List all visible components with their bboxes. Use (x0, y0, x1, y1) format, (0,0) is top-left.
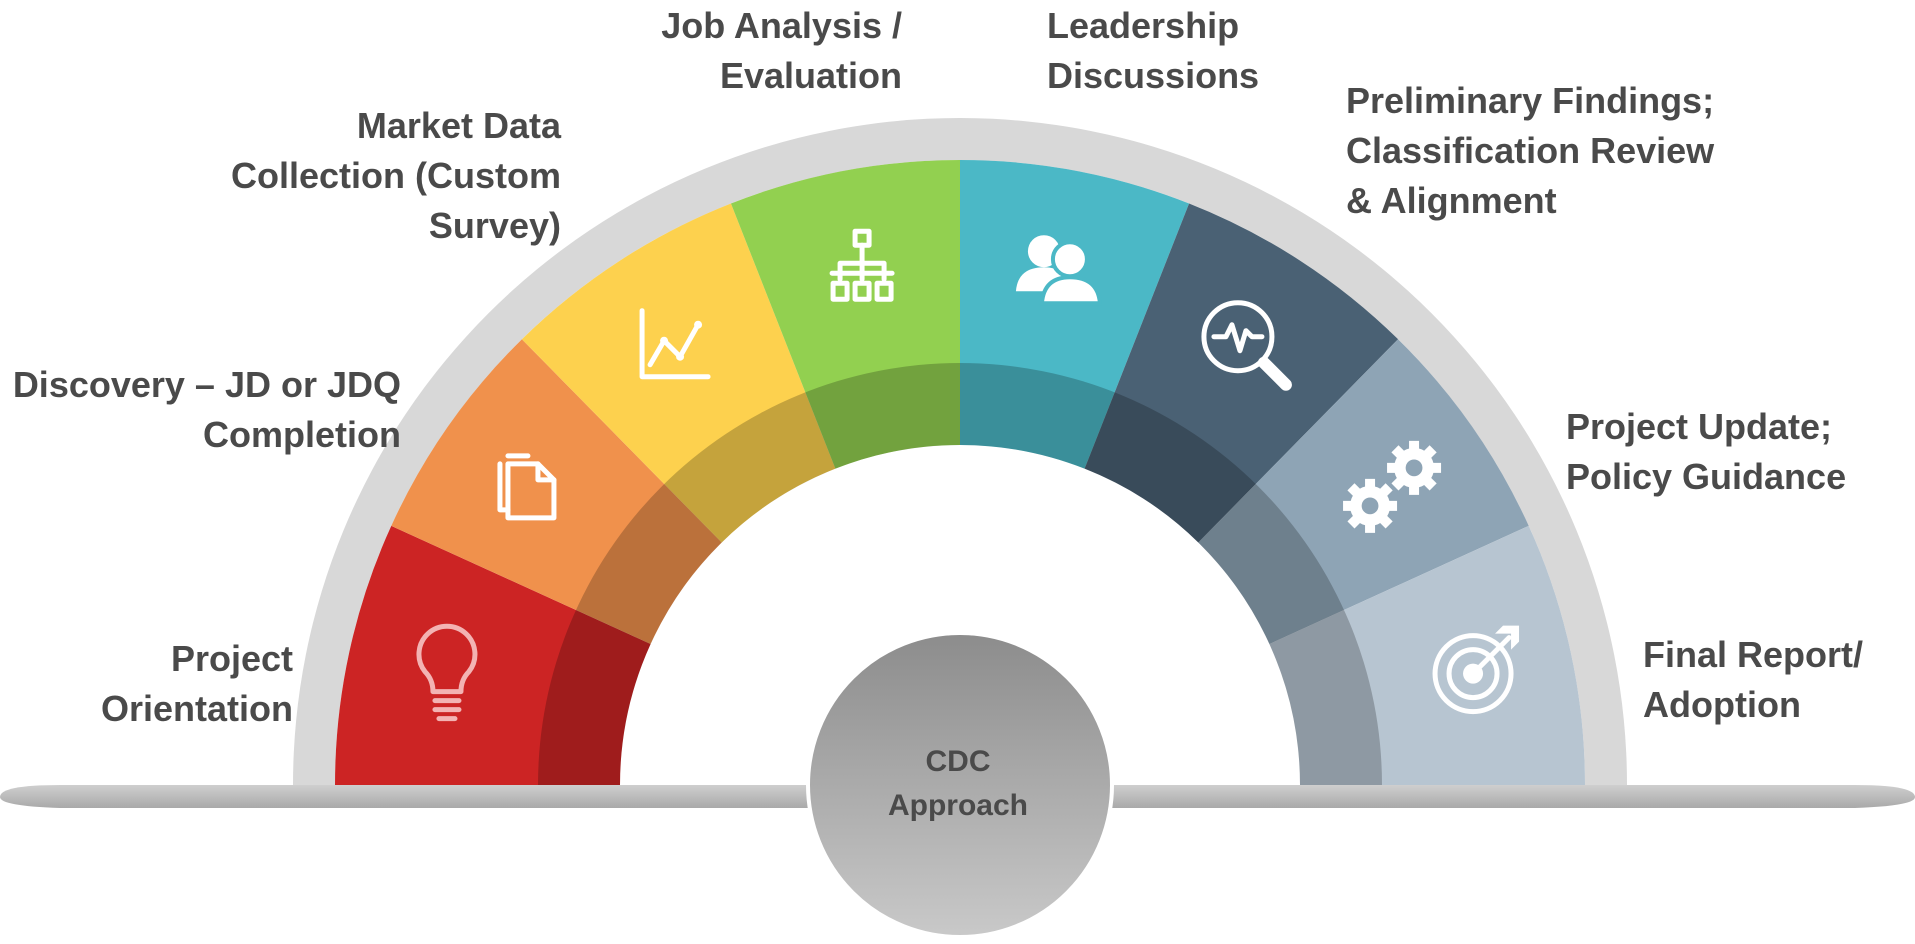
target-icon (1432, 625, 1520, 715)
stage-segments (335, 160, 1585, 785)
org-chart-icon (829, 228, 895, 302)
segment-4 (960, 160, 1190, 469)
stage-label-project-orientation: Project Orientation (100, 638, 293, 729)
inner-shade-band (538, 363, 1382, 785)
stage-icons (416, 228, 1520, 722)
people-icon (1015, 235, 1103, 306)
gears-icon (1343, 440, 1442, 533)
center-label: CDC Approach (887, 745, 1028, 822)
segment-0 (335, 525, 651, 785)
segment-7 (1269, 525, 1585, 785)
center-circle (806, 631, 1114, 939)
documents-icon (497, 453, 557, 521)
stage-label-project-update: Project Update; Policy Guidance (1566, 406, 1847, 497)
stage-label-job-analysis: Job Analysis / Evaluation (661, 5, 902, 96)
stage-label-final-report: Final Report/ Adoption (1643, 634, 1864, 725)
stage-label-market-data: Market Data Collection (Custom Survey) (231, 105, 561, 246)
lightbulb-icon (416, 623, 478, 722)
stage-label-discovery: Discovery – JD or JDQ Completion (12, 364, 401, 455)
magnifier-pulse-icon (1201, 300, 1292, 391)
stage-label-preliminary-findings: Preliminary Findings; Classification Rev… (1346, 80, 1715, 221)
segment-2 (521, 203, 836, 543)
segment-3 (730, 160, 960, 469)
line-chart-icon (639, 308, 711, 380)
stage-label-leadership: Leadership Discussions (1047, 5, 1260, 96)
segment-1 (391, 339, 722, 645)
